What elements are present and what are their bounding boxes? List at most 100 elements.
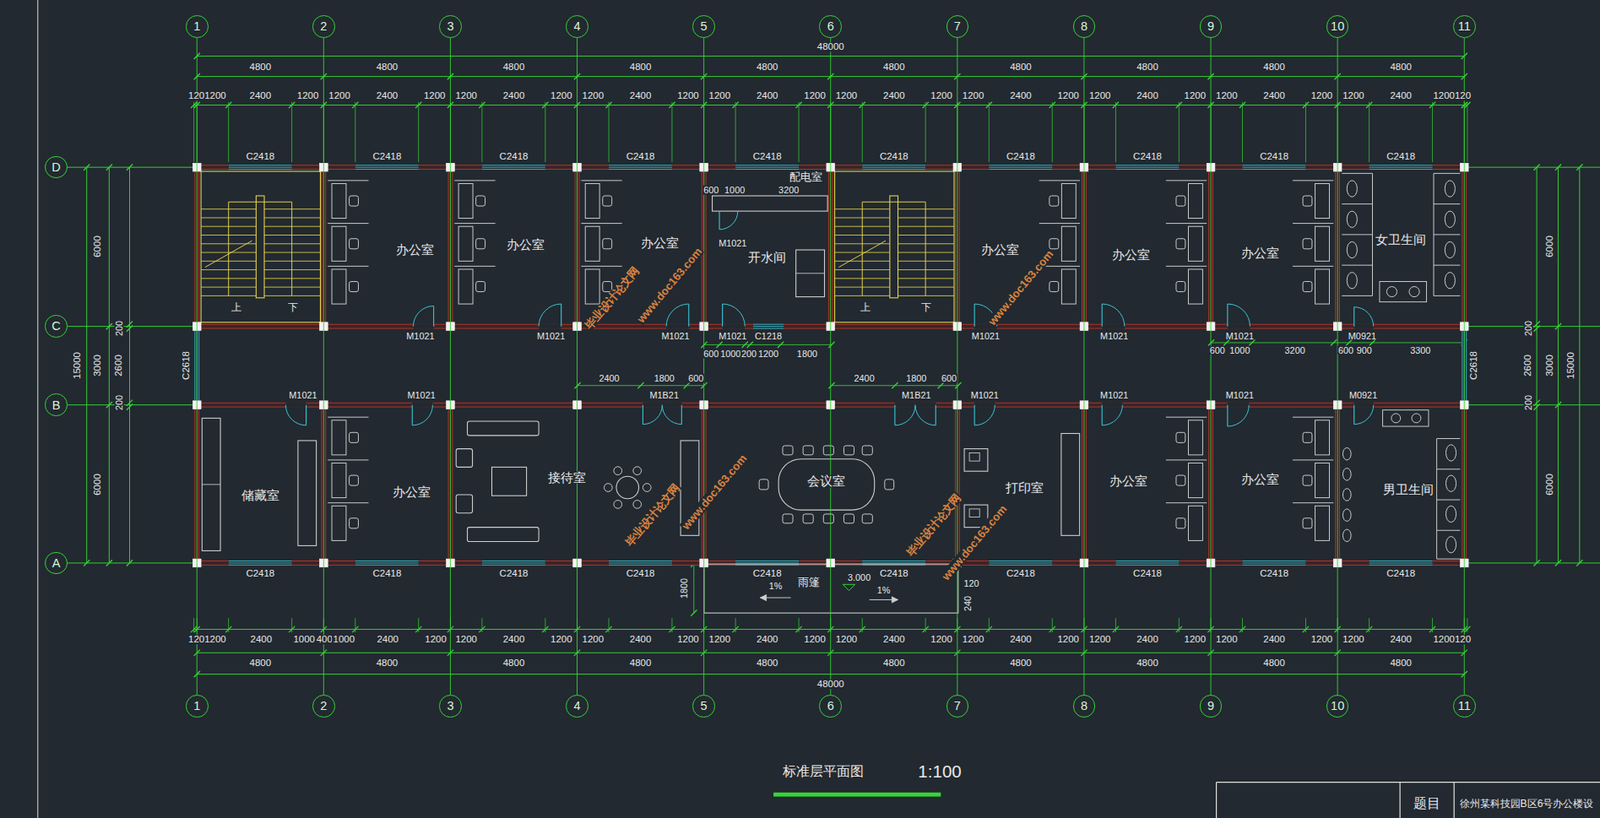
window-gap bbox=[1242, 164, 1307, 170]
conference-table bbox=[778, 459, 875, 510]
extension-line bbox=[671, 102, 673, 163]
extension-line bbox=[544, 618, 546, 633]
dim-tick bbox=[1533, 403, 1540, 410]
canopy bbox=[704, 564, 959, 613]
partition bbox=[1292, 265, 1334, 267]
chair bbox=[1176, 475, 1186, 486]
window-gap bbox=[608, 560, 673, 566]
dimension-text: 2400 bbox=[375, 91, 400, 101]
toilet bbox=[1346, 211, 1357, 228]
door-leaf bbox=[721, 303, 723, 327]
sofa bbox=[467, 421, 540, 436]
chair bbox=[349, 475, 359, 486]
room-name: 办公室 bbox=[1240, 473, 1280, 487]
door-gap bbox=[661, 402, 682, 408]
dim-tick bbox=[683, 382, 690, 389]
stall-partition bbox=[1433, 203, 1460, 205]
window-line bbox=[1115, 167, 1179, 169]
dim-tick bbox=[106, 401, 113, 408]
extension-line bbox=[291, 618, 293, 633]
toilet bbox=[1446, 536, 1457, 554]
axis-number: B bbox=[52, 399, 61, 413]
stair-tread bbox=[264, 226, 320, 228]
room: 办公室 bbox=[962, 171, 1081, 323]
stair-room: 上下 bbox=[200, 171, 320, 323]
desk bbox=[458, 183, 473, 218]
dimension-text: 1200 bbox=[327, 91, 352, 101]
dimension-text: 2400 bbox=[755, 91, 780, 101]
toilet bbox=[1346, 180, 1357, 197]
dimension-text: 1800 bbox=[796, 349, 819, 359]
armchair bbox=[455, 494, 472, 514]
dim-line bbox=[108, 167, 110, 564]
window-line bbox=[862, 167, 926, 169]
sink bbox=[1386, 287, 1397, 298]
window-gap bbox=[355, 164, 419, 170]
dimension-text: 1200 bbox=[581, 634, 606, 645]
window-line bbox=[1242, 562, 1307, 564]
chair bbox=[802, 514, 814, 524]
dimension-text: 2400 bbox=[1262, 634, 1286, 645]
window-line bbox=[988, 164, 1053, 166]
room: 办公室 bbox=[328, 171, 447, 323]
extension-line bbox=[1178, 102, 1180, 163]
desk bbox=[1187, 226, 1203, 261]
window-line bbox=[753, 325, 784, 327]
dimension-text: 1200 bbox=[676, 634, 700, 645]
stair-tread bbox=[898, 234, 955, 236]
axis-number: 10 bbox=[1330, 699, 1345, 713]
partition bbox=[580, 179, 622, 181]
window-line bbox=[608, 560, 673, 562]
door-gap bbox=[1101, 402, 1123, 408]
axis-number: 4 bbox=[574, 699, 581, 713]
dimension-text: 600 bbox=[702, 184, 720, 195]
urinal bbox=[1342, 529, 1351, 542]
watermark: 毕业设计论文网 bbox=[582, 264, 642, 332]
room: 办公室 bbox=[1089, 409, 1208, 560]
axis-number: 8 bbox=[1080, 20, 1088, 33]
window-line bbox=[1242, 168, 1307, 170]
chair bbox=[349, 195, 359, 207]
door-swing bbox=[1101, 303, 1125, 327]
extension-line bbox=[193, 618, 195, 633]
window-line bbox=[753, 328, 784, 330]
stair-tread bbox=[264, 243, 320, 245]
window-line bbox=[1115, 168, 1179, 170]
dimension-text: 1200 bbox=[1214, 634, 1239, 645]
desk bbox=[458, 226, 473, 261]
toilet bbox=[1446, 444, 1457, 462]
dim-tick bbox=[1555, 323, 1562, 330]
cabinet bbox=[298, 440, 317, 546]
dim-tick bbox=[574, 382, 581, 389]
door-leaf bbox=[974, 303, 976, 327]
watermark: www.doc163.com bbox=[634, 245, 705, 326]
room-name: 打印室 bbox=[1004, 481, 1045, 494]
room-name: 开水间 bbox=[747, 250, 787, 264]
dimension-text: 2400 bbox=[249, 91, 273, 101]
window-gap bbox=[988, 560, 1053, 566]
dimension-text: 1200 bbox=[802, 634, 827, 645]
dimension-text: 48000 bbox=[816, 679, 846, 689]
window-label: C2618 bbox=[181, 350, 191, 381]
stair-tread bbox=[898, 277, 955, 279]
window-gap bbox=[608, 164, 673, 170]
stall-front bbox=[1433, 173, 1435, 296]
title-block-line bbox=[1453, 782, 1455, 818]
door-swing bbox=[412, 405, 433, 426]
dimension-text: 1% bbox=[876, 585, 892, 595]
chair bbox=[862, 445, 873, 456]
dim-tick bbox=[828, 382, 835, 389]
dimension-text: 1200 bbox=[1183, 634, 1208, 645]
chair bbox=[1049, 195, 1059, 207]
sink bbox=[1409, 287, 1420, 298]
stall-partition bbox=[1437, 438, 1461, 440]
window-gap bbox=[1115, 164, 1179, 170]
window-line bbox=[355, 560, 419, 562]
door-swing bbox=[1227, 405, 1249, 427]
dim-tick bbox=[1533, 559, 1540, 566]
window-line bbox=[194, 330, 196, 401]
desk bbox=[1315, 463, 1330, 499]
cabinet bbox=[201, 417, 221, 551]
chair bbox=[1049, 238, 1059, 250]
